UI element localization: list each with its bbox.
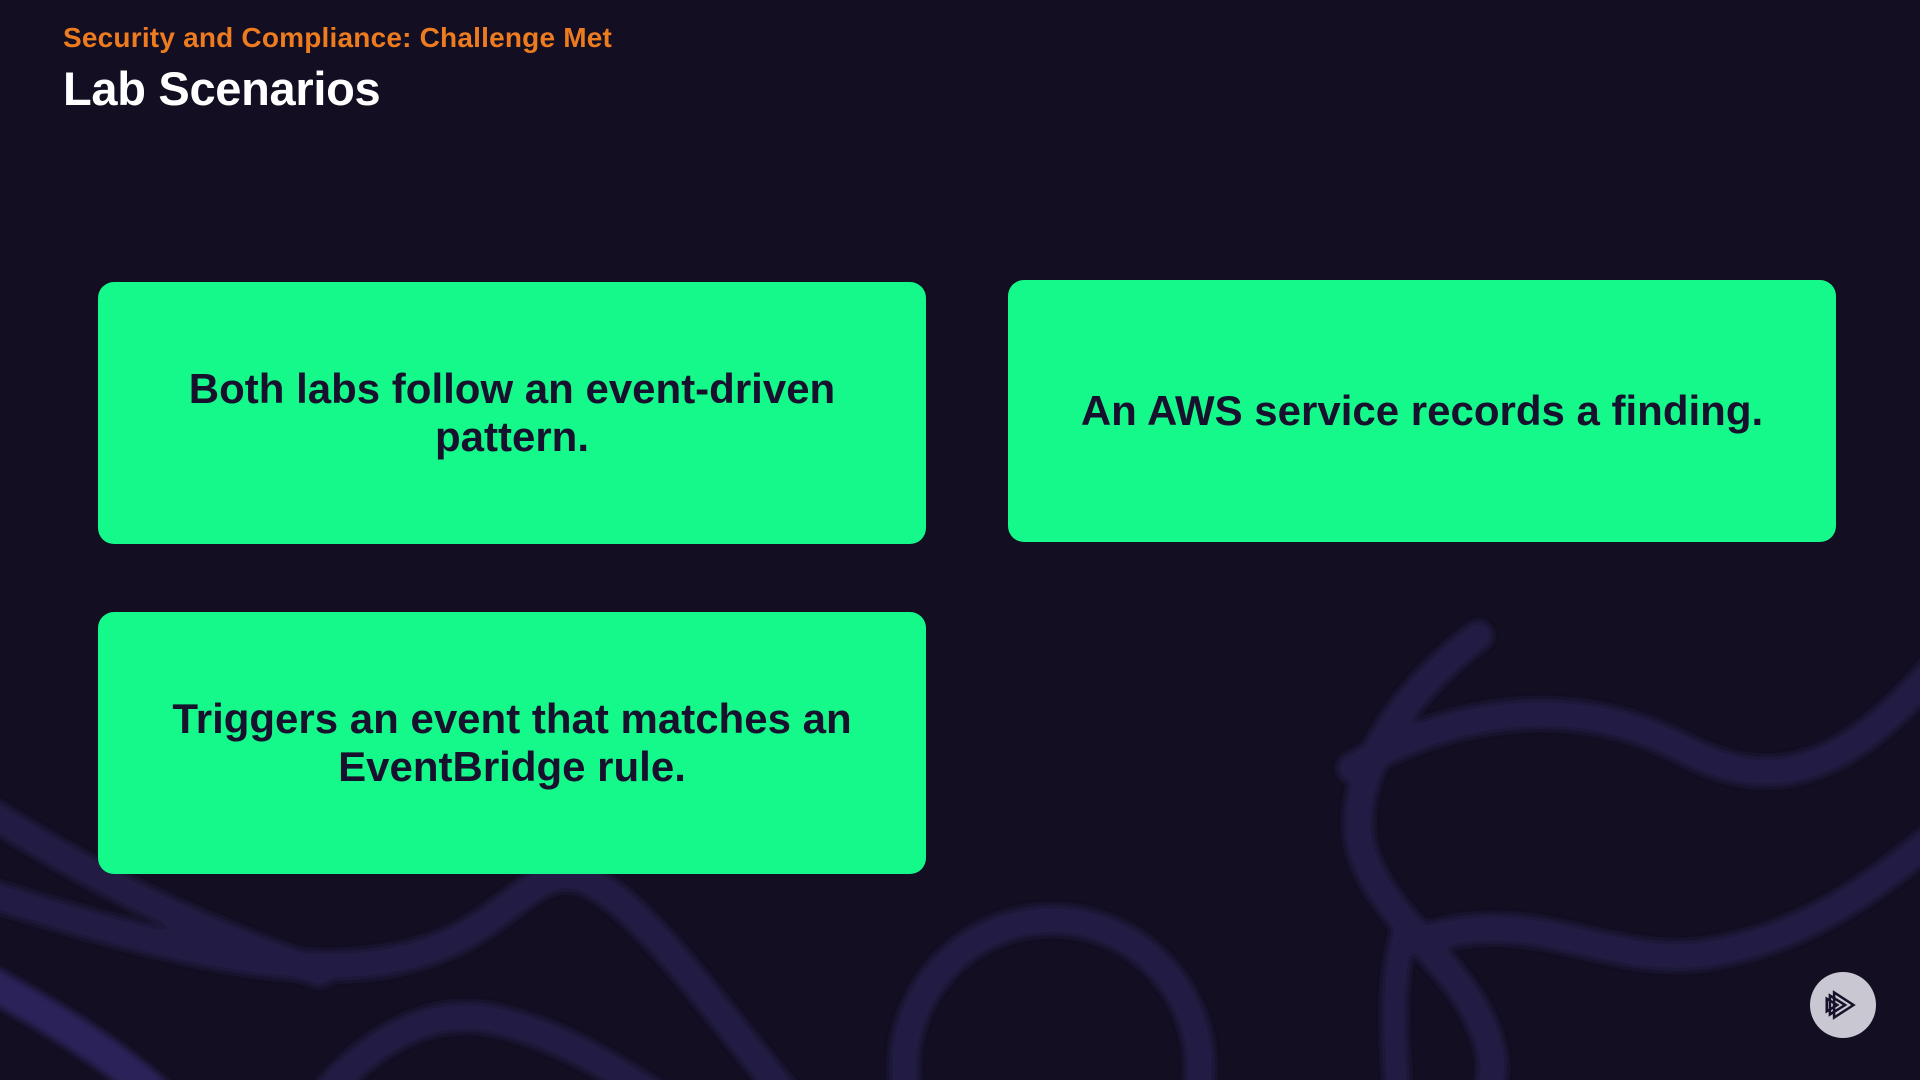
slide-title: Lab Scenarios	[63, 62, 381, 115]
slide-header: Security and Compliance: Challenge Met L…	[63, 20, 612, 115]
scenario-card-eventbridge-rule: Triggers an event that matches an EventB…	[98, 612, 926, 874]
card-text-line: pattern.	[434, 413, 589, 460]
scenario-card-aws-finding: An AWS service records a finding.	[1008, 280, 1836, 542]
card-text-line: Triggers an event that matches an	[172, 694, 852, 742]
pluralsight-logo	[1810, 972, 1876, 1038]
scenario-card-event-driven-pattern: Both labs follow an event-driven pattern…	[98, 282, 926, 544]
card-text-line: EventBridge rule.	[338, 743, 686, 790]
card-text-line: An AWS service records a finding.	[1080, 386, 1764, 434]
course-title: Security and Compliance: Challenge Met	[63, 22, 613, 53]
pluralsight-play-icon	[1825, 990, 1856, 1020]
card-text-line: Both labs follow an event-driven	[188, 364, 836, 412]
